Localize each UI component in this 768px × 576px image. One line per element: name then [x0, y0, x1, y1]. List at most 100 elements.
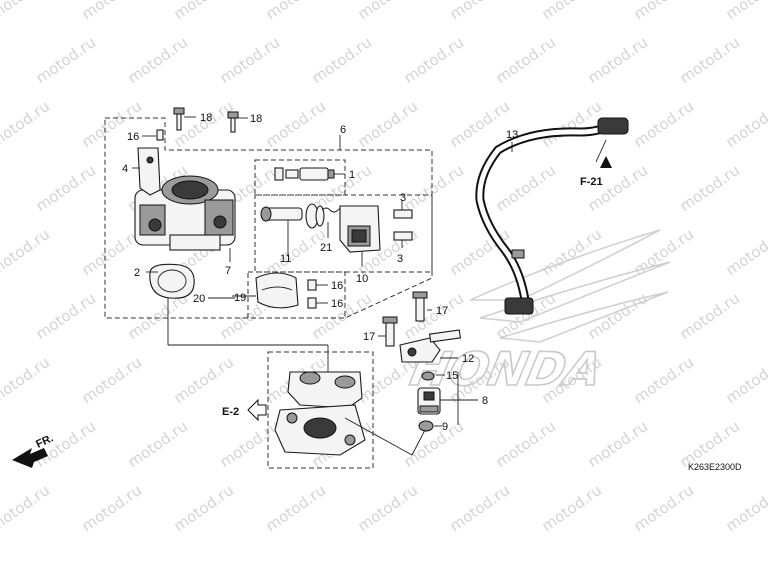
- screw-3-a: [393, 209, 413, 219]
- callout-21: 21: [320, 242, 332, 254]
- callout-8: 8: [482, 395, 488, 407]
- screw-18-a: [173, 107, 185, 131]
- callout-10: 10: [356, 273, 368, 285]
- callout-18-b: 18: [250, 113, 262, 125]
- watermark-text: motod.ru: [630, 97, 697, 151]
- callout-13: 13: [506, 129, 518, 141]
- watermark-text: motod.ru: [32, 33, 99, 87]
- watermark-text: motod.ru: [354, 97, 421, 151]
- watermark-text: motod.ru: [584, 161, 651, 215]
- watermark-text: motod.ru: [446, 481, 513, 535]
- callout-4: 4: [122, 163, 128, 175]
- watermark-text: motod.ru: [722, 97, 768, 151]
- watermark-text: motod.ru: [722, 481, 768, 535]
- watermark-text: motod.ru: [0, 0, 53, 23]
- watermark-text: motod.ru: [630, 225, 697, 279]
- housing-part-10: [339, 205, 381, 253]
- screw-16-a: [156, 129, 164, 141]
- callout-12: 12: [462, 353, 474, 365]
- watermark-text: motod.ru: [0, 353, 53, 407]
- watermark-text: motod.ru: [630, 481, 697, 535]
- watermark-text: motod.ru: [630, 353, 697, 407]
- watermark-text: motod.ru: [78, 0, 145, 23]
- watermark-text: motod.ru: [216, 417, 283, 471]
- watermark-text: motod.ru: [630, 0, 697, 23]
- bolt-17-b: [385, 319, 395, 347]
- callout-3-a: 3: [400, 192, 406, 204]
- insulator-box: [267, 351, 374, 469]
- watermark-text: motod.ru: [400, 161, 467, 215]
- watermark-text: motod.ru: [584, 33, 651, 87]
- watermark-text: motod.ru: [538, 225, 605, 279]
- callout-16-a: 16: [127, 131, 139, 143]
- callout-11: 11: [280, 253, 291, 265]
- watermark-text: motod.ru: [676, 33, 743, 87]
- callout-20: 20: [193, 293, 205, 305]
- watermark-text: motod.ru: [78, 353, 145, 407]
- watermark-text: motod.ru: [0, 481, 53, 535]
- seal-ring-15: [421, 371, 435, 381]
- cover-part-19: [255, 272, 299, 309]
- watermark-layer: motod.ru motod.ru motod.ru motod.ru motod.ru…: [0, 0, 768, 535]
- lever-subassembly-box: [254, 194, 433, 273]
- watermark-text: motod.ru: [400, 33, 467, 87]
- callout-1: 1: [349, 169, 355, 181]
- watermark-text: motod.ru: [262, 97, 329, 151]
- watermark-text: motod.ru: [78, 97, 145, 151]
- callout-15: 15: [446, 370, 458, 382]
- callout-17-a: 17: [436, 305, 448, 317]
- watermark-text: motod.ru: [170, 481, 237, 535]
- leader-lines: [132, 116, 607, 456]
- watermark-text: motod.ru: [492, 417, 559, 471]
- watermark-text: motod.ru: [538, 97, 605, 151]
- watermark-text: motod.ru: [584, 289, 651, 343]
- shaft-part-11: [260, 203, 325, 229]
- arrow-front: [12, 448, 48, 468]
- watermark-text: motod.ru: [262, 481, 329, 535]
- screw-16-b: [307, 279, 317, 291]
- watermark-text: motod.ru: [538, 0, 605, 23]
- seal-ring-9: [418, 420, 434, 432]
- watermark-text: motod.ru: [0, 225, 53, 279]
- watermark-text: motod.ru: [400, 417, 467, 471]
- watermark-text: motod.ru: [32, 289, 99, 343]
- watermark-text: motod.ru: [492, 161, 559, 215]
- watermark-text: motod.ru: [308, 33, 375, 87]
- watermark-text: motod.ru: [722, 353, 768, 407]
- watermark-text: motod.ru: [32, 161, 99, 215]
- frame-ref-label[interactable]: F-21: [580, 176, 603, 188]
- watermark-text: motod.ru: [722, 0, 768, 23]
- callout-2: 2: [134, 267, 140, 279]
- watermark-text: motod.ru: [538, 481, 605, 535]
- engine-ref-label[interactable]: E-2: [222, 406, 239, 418]
- arrow-f21: [600, 156, 612, 168]
- watermark-text: motod.ru: [0, 97, 53, 151]
- bracket-part-4: [137, 147, 161, 196]
- callout-9: 9: [442, 421, 448, 433]
- watermark-text: motod.ru: [492, 33, 559, 87]
- throttle-body: [134, 175, 236, 251]
- watermark-text: motod.ru: [262, 0, 329, 23]
- bolt-17-b-head: [382, 316, 398, 324]
- screw-3-b: [393, 231, 413, 241]
- arrow-e2[interactable]: [247, 398, 267, 422]
- throttle-body-assembly-box: [104, 117, 433, 319]
- cover-subassembly-box: [247, 271, 346, 319]
- callout-17-b: 17: [363, 331, 375, 343]
- injector-part-8: [417, 387, 441, 415]
- insulator: [274, 371, 366, 456]
- watermark-text: motod.ru: [170, 0, 237, 23]
- screw-18-b: [227, 111, 239, 133]
- callout-labels: 18 18 16 4 6 1 3 3 21 11 10 7 2 20 19 16…: [122, 112, 518, 433]
- callout-18-a: 18: [200, 112, 212, 124]
- sensor-part-1: [274, 167, 335, 181]
- callout-6: 6: [340, 124, 346, 136]
- fuel-hose-part-13: [475, 117, 629, 315]
- watermark-text: motod.ru: [170, 353, 237, 407]
- watermark-text: motod.ru: [722, 225, 768, 279]
- callout-19: 19: [234, 292, 246, 304]
- watermark-text: motod.ru: [354, 481, 421, 535]
- injector-joint-12: [399, 329, 462, 363]
- callout-16-c: 16: [331, 298, 343, 310]
